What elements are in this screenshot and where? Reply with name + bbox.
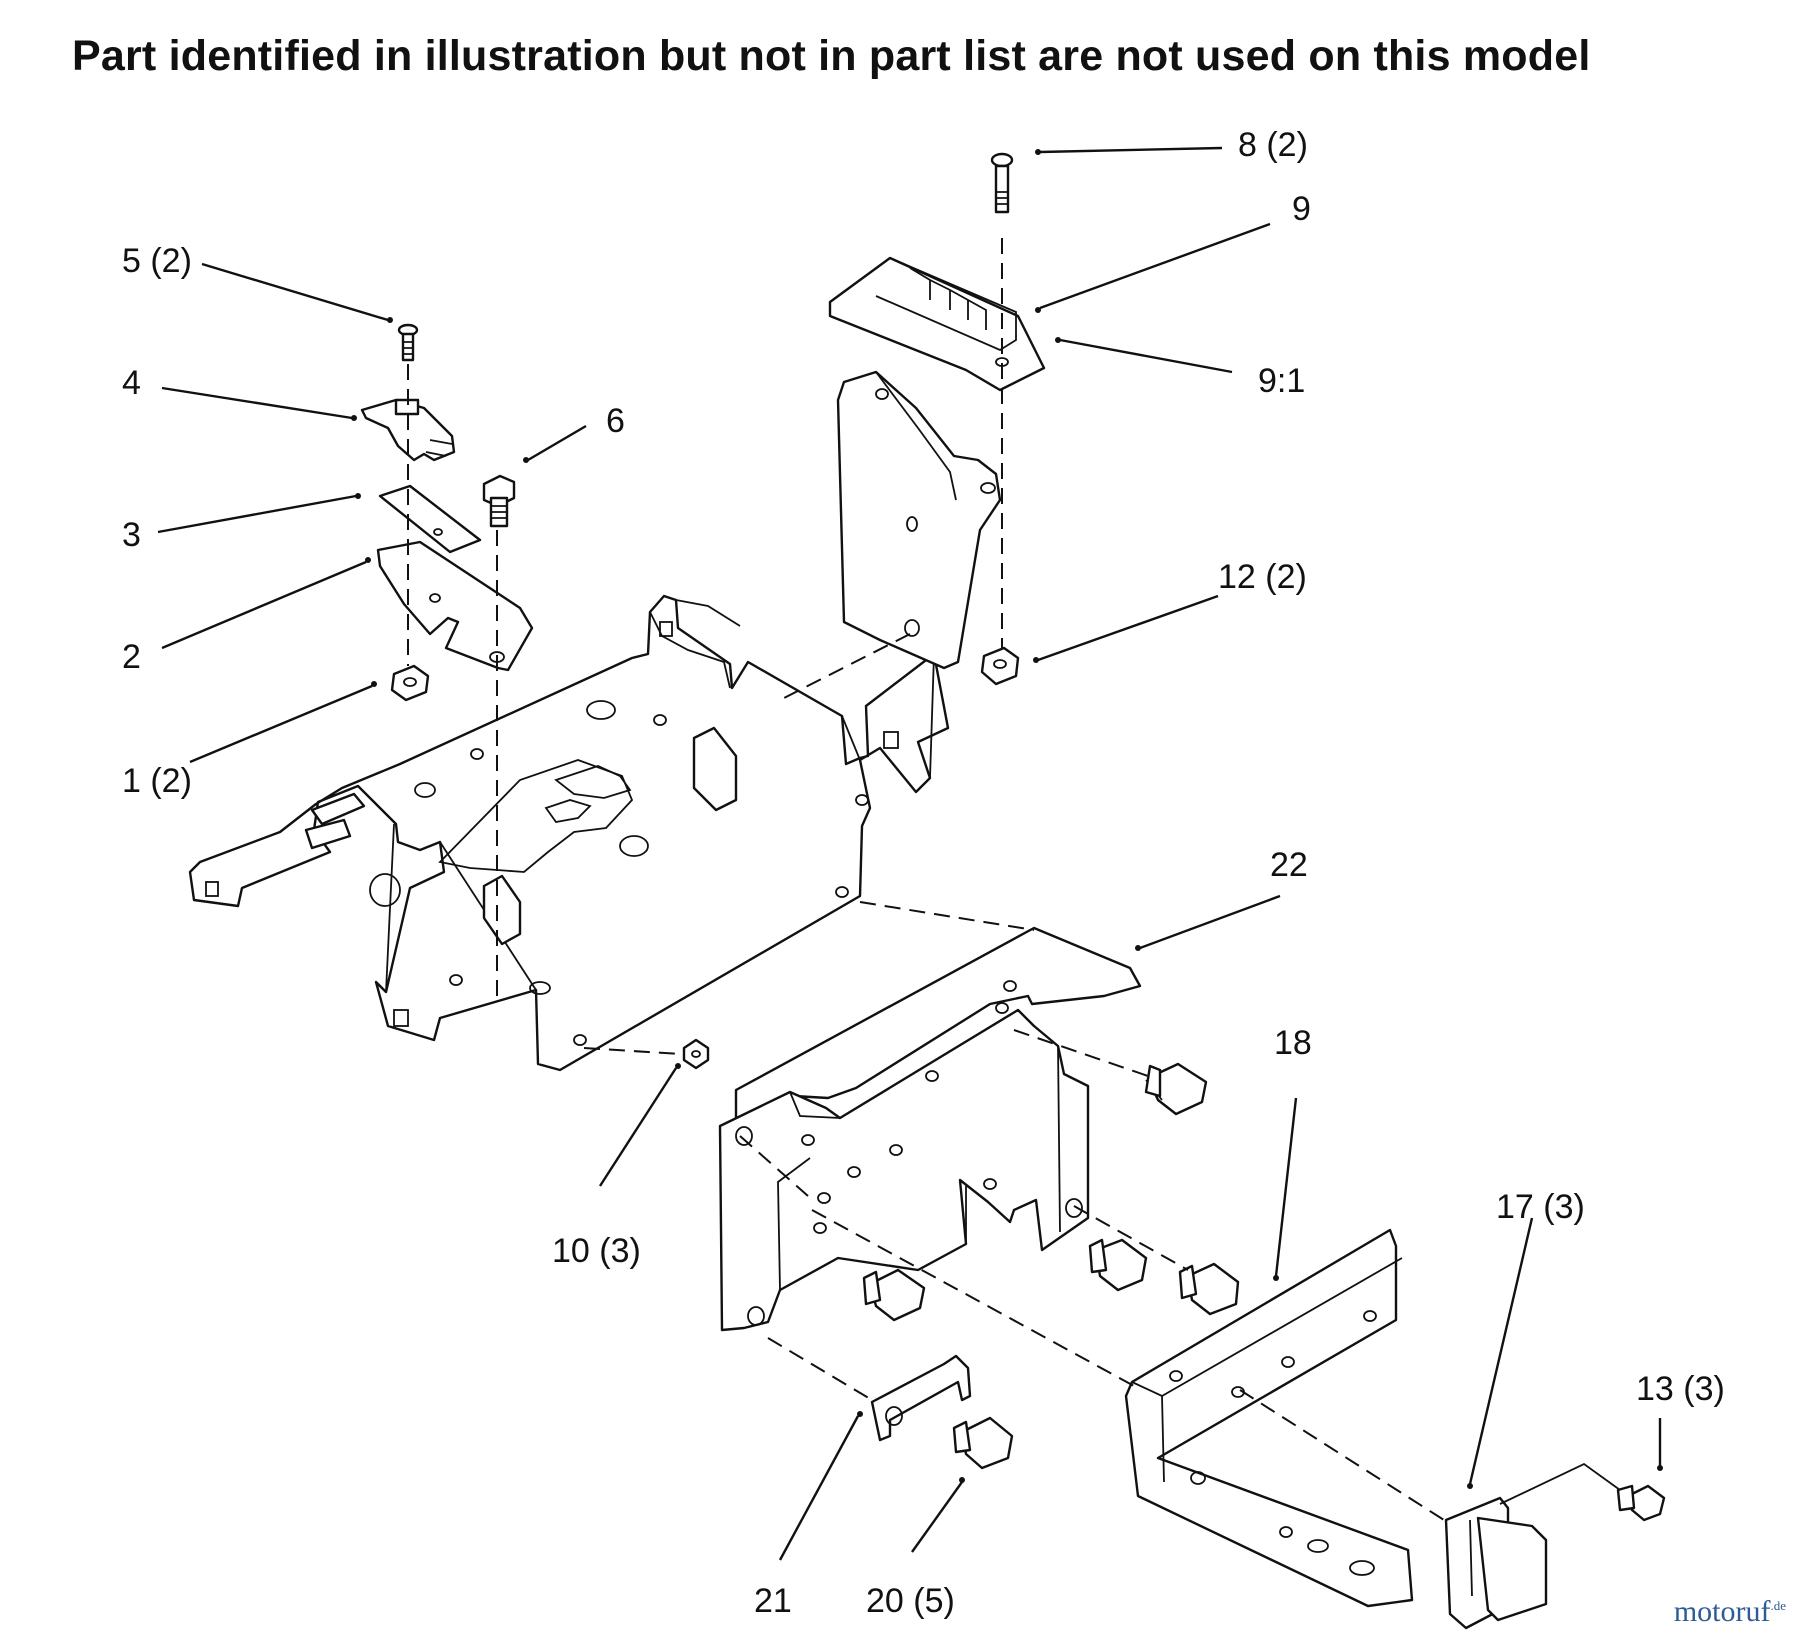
wire — [1499, 1462, 1621, 1505]
part-1-nut — [390, 664, 430, 702]
callout-20: 20 (5) — [866, 1582, 955, 1620]
bolt-mid-left — [862, 1268, 926, 1322]
part-2-bracket — [376, 540, 534, 672]
leader-lines — [157, 146, 1663, 1561]
part-6-bolt — [482, 474, 516, 528]
assembly-line-bracket-6 — [767, 1337, 873, 1401]
header-note: Part identified in illustration but not … — [72, 32, 1591, 80]
callout-21: 21 — [754, 1582, 792, 1620]
part-3-insulator — [378, 484, 482, 554]
callout-6: 6 — [606, 402, 625, 440]
part-18-bracket — [1124, 1228, 1414, 1608]
callout-8: 8 (2) — [1238, 126, 1308, 164]
assembly-line-bracket-1 — [859, 901, 1035, 931]
bolt-mid-right — [1088, 1238, 1148, 1292]
assembly-line-bracket-8 — [739, 1135, 809, 1197]
part-20-bolt — [952, 1416, 1014, 1470]
part-21-clip — [870, 1354, 972, 1442]
part-12-nut — [980, 646, 1020, 686]
part-17-clip — [1444, 1496, 1548, 1630]
callout-13: 13 (3) — [1636, 1370, 1725, 1408]
bolt-far-right — [1178, 1262, 1240, 1316]
watermark-brand: motoruf — [1673, 1595, 1771, 1628]
header: Part identified in illustration but not … — [0, 22, 1800, 92]
part-10-nut — [682, 1038, 710, 1070]
callout-9-1: 9:1 — [1258, 362, 1305, 400]
callout-4: 4 — [122, 364, 141, 402]
assembly-line-bracket-5 — [811, 1209, 1135, 1387]
assembly-line-bracket-7 — [1239, 1389, 1445, 1521]
part-5-screw — [397, 323, 419, 362]
base-plate — [188, 594, 950, 1072]
callout-22: 22 — [1270, 846, 1308, 884]
bolt-upper — [1144, 1062, 1208, 1116]
callout-9: 9 — [1292, 190, 1311, 228]
callout-3: 3 — [122, 516, 141, 554]
assembly-line-bracket-2 — [583, 1047, 681, 1055]
assembly-line-bracket-4 — [1073, 1205, 1189, 1271]
watermark-suffix: .de — [1770, 1598, 1786, 1613]
callout-2: 2 — [122, 638, 141, 676]
callout-12: 12 (2) — [1218, 558, 1307, 596]
callout-1: 1 (2) — [122, 762, 192, 800]
part-13-screw — [1616, 1484, 1666, 1522]
upper-bracket — [836, 370, 1002, 670]
callout-10: 10 (3) — [552, 1232, 641, 1270]
callout-17: 17 (3) — [1496, 1188, 1585, 1226]
frame-bracket — [718, 1002, 1090, 1332]
part-9-reflector — [828, 256, 1046, 392]
callout-18: 18 — [1274, 1024, 1312, 1062]
part-8-screw — [990, 152, 1014, 214]
watermark-logo: motoruf.de — [1674, 1595, 1786, 1629]
callout-5: 5 (2) — [122, 242, 192, 280]
